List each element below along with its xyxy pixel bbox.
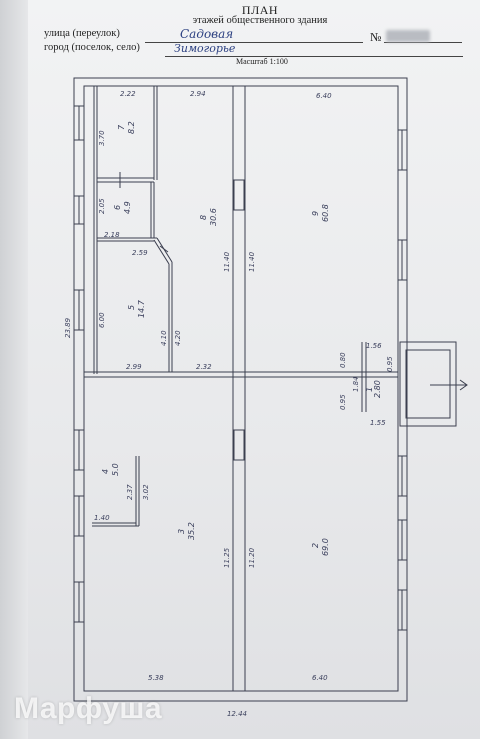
dim-r5-top: 2.59 [132,249,148,257]
dim-mid-b: 2.32 [196,363,212,371]
dim-r4-w: 1.40 [94,514,110,522]
dim-col-c: 11.25 [223,547,231,568]
dim-v-d: 1.55 [370,419,386,427]
street-value: Садовая [180,27,234,41]
dim-v-b: 1.56 [366,342,382,350]
number-label: № [370,30,382,44]
dim-left-total: 23.89 [64,317,72,338]
dim-v-c: 0.95 [339,394,347,410]
room-1-number: 1 [365,387,374,392]
dim-col-d: 11.20 [248,547,256,568]
dim-v-f: 0.95 [386,356,394,372]
inner-wall [83,85,399,692]
street-label: улица (переулок) [44,28,120,39]
room-3-area: 35.2 [187,522,196,540]
dim-col-a: 11.40 [223,251,231,272]
dim-r5-h: 6.00 [98,312,106,328]
room-2-area: 69.0 [321,538,330,556]
room-8-area: 30.6 [209,208,218,226]
room-7-area: 8.2 [127,121,136,134]
dim-r4-h2: 3.02 [142,484,150,500]
room-9-area: 60.8 [321,204,330,222]
dim-bottom-total: 12.44 [227,710,247,718]
dim-bottom-a: 5.38 [148,674,164,682]
outer-wall [73,77,408,702]
room-2-number: 2 [311,543,320,548]
city-value: Зимогорье [174,42,236,55]
dim-r6-h: 2.05 [98,198,106,214]
dim-mid-a: 2.99 [126,363,142,371]
room-6-number: 6 [113,205,122,210]
room-1-area: 2.80 [373,380,382,398]
room-4-number: 4 [101,469,110,474]
room-labels: 1 2.80 2 69.0 3 35.2 4 5.0 5 14.7 6 4.9 … [101,121,382,556]
dim-r5-diag: 4.20 [174,330,182,346]
dim-r7-h: 3.70 [98,130,106,146]
dim-r6-w: 2.18 [104,231,120,239]
plan-subtitle: этажей общественного здания [192,15,328,26]
dim-top-b: 2.94 [190,90,206,98]
room-8-number: 8 [199,215,208,220]
dim-bottom-b: 6.40 [312,674,328,682]
scale-label: Масштаб 1:100 [236,57,288,66]
porch-inner [405,349,451,419]
room-7-number: 7 [117,124,126,130]
room-5-area: 14.7 [137,299,146,318]
redacted-number [386,30,430,42]
dim-r5-right: 4.10 [160,330,168,346]
street-underline [145,42,363,43]
dim-v-e: 1.84 [352,376,360,392]
room-9-number: 9 [311,211,320,216]
room-5-number: 5 [127,305,136,310]
dim-top-a: 2.22 [120,90,136,98]
number-underline [384,42,462,43]
city-underline [165,56,463,57]
dim-col-b: 11.40 [248,251,256,272]
room-6-area: 4.9 [123,201,132,214]
dim-r4-h1: 2.37 [126,484,134,500]
room-3-number: 3 [177,529,186,534]
plan-title: ПЛАН [241,3,279,17]
page-fold [0,0,28,739]
room-4-area: 5.0 [111,463,120,476]
dim-top-c: 6.40 [316,92,332,100]
city-label: город (поселок, село) [44,42,140,53]
watermark: Марфуша [14,692,163,725]
porch-outer [399,341,457,427]
dim-v-a: 0.80 [339,352,347,368]
